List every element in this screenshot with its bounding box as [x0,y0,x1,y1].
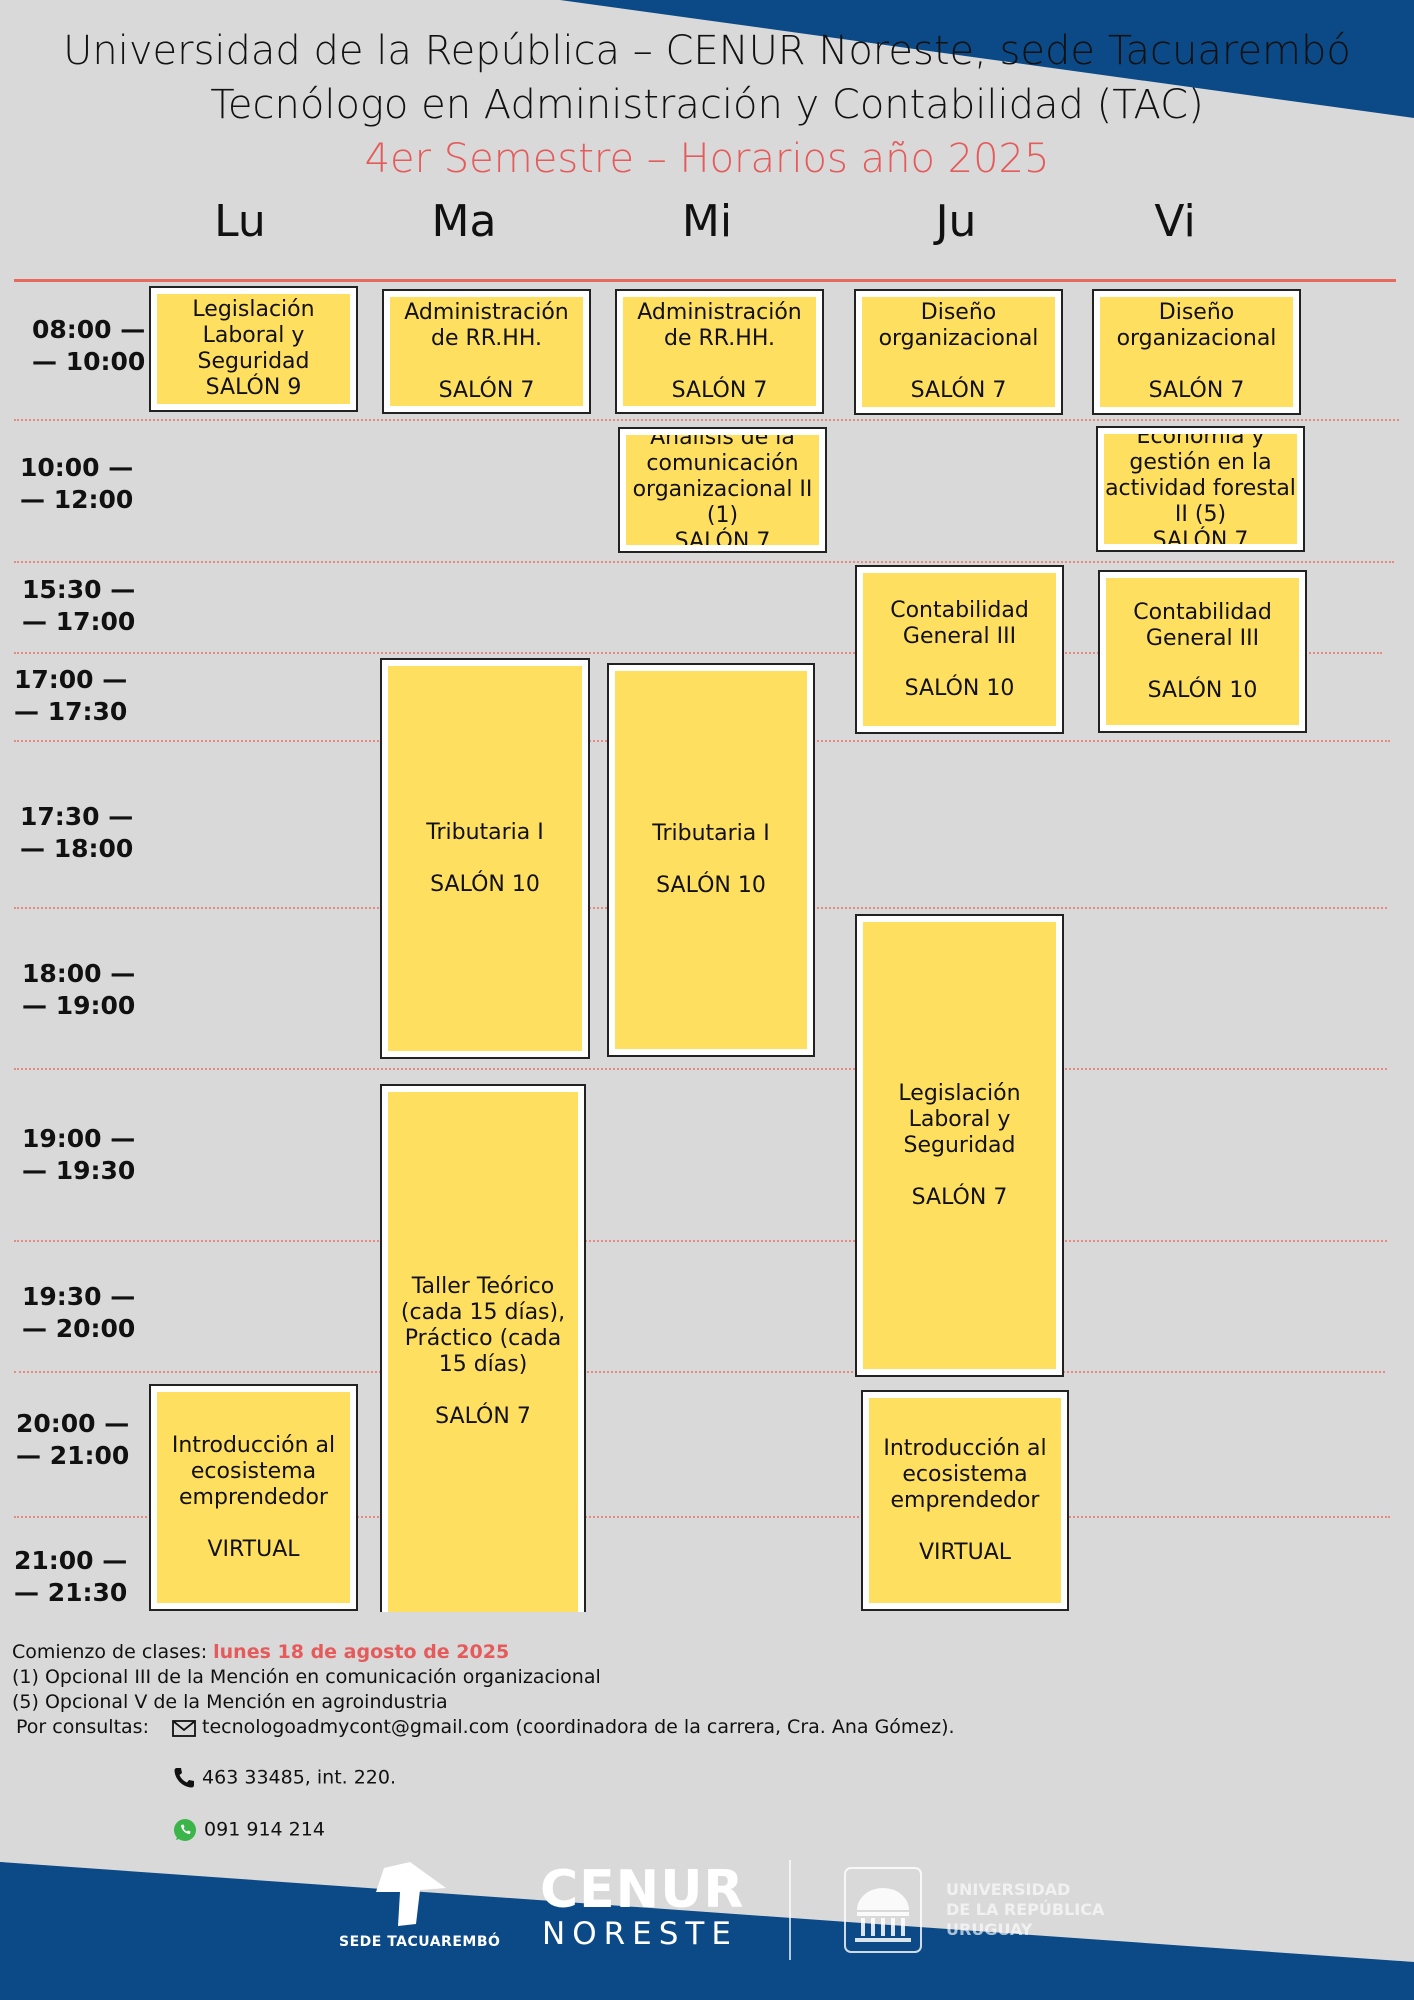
time-slot: 19:00 —— 19:30 [22,1124,136,1185]
row-divider [14,1240,1387,1242]
day-header-ma: Ma [431,196,497,247]
time-slot: 18:00 —— 19:00 [22,959,136,1020]
noreste-wordmark: NORESTE [542,1916,738,1952]
whatsapp-icon [174,1819,196,1841]
time-slot: 19:30 —— 20:00 [22,1282,136,1343]
row-divider [14,561,1394,563]
cenur-wordmark: CENUR [540,1860,745,1920]
header-divider [14,279,1396,282]
start-date-note: Comienzo de clases: lunes 18 de agosto d… [12,1641,510,1663]
phone-icon [174,1768,194,1788]
day-header-mi: Mi [681,196,733,247]
header-career: Tecnólogo en Administración y Contabilid… [210,82,1204,128]
footnote-5: (5) Opcional V de la Mención en agroindu… [12,1691,448,1713]
time-slot: 21:00 —— 21:30 [14,1546,128,1607]
class-block-mi-0800[interactable]: Administración de RR.HH.SALÓN 7 [615,289,824,414]
contact-email[interactable]: tecnologoadmycont@gmail.com (coordinador… [202,1716,955,1738]
logo-separator [789,1860,791,1960]
contact-label: Por consultas: [16,1716,149,1738]
class-block-vi-1000[interactable]: Economía y gestión en la actividad fores… [1096,426,1305,552]
sede-tacuarembo-label: SEDE TACUAREMBÓ [339,1934,501,1950]
class-block-mi-1000[interactable]: Análisis de la comunicación organizacion… [618,427,827,553]
row-divider [14,652,1382,654]
top-navy-band [560,0,1414,118]
udelar-logo [844,1867,922,1953]
class-block-ma-1900[interactable]: Taller Teórico (cada 15 días), Práctico … [380,1084,586,1612]
header-university: Universidad de la República – CENUR Nore… [63,28,1351,74]
contact-whatsapp: 091 914 214 [204,1818,325,1841]
footnote-1: (1) Opcional III de la Mención en comuni… [12,1666,601,1688]
time-slot: 20:00 —— 21:00 [16,1409,130,1470]
udelar-wordmark: UNIVERSIDAD DE LA REPÚBLICA URUGUAY [946,1880,1105,1939]
time-slot: 17:00 —— 17:30 [14,665,128,726]
row-divider [14,1516,1390,1518]
row-divider [14,1068,1387,1070]
time-slot: 15:30 —— 17:00 [22,575,136,636]
time-slot: 17:30 —— 18:00 [20,802,134,863]
day-header-vi: Vi [1154,196,1196,247]
class-block-ma-0800[interactable]: Administración de RR.HH.SALÓN 7 [382,289,591,414]
header-semester: 4er Semestre – Horarios año 2025 [364,136,1050,182]
contact-phone-row: 463 33485, int. 220. [172,1766,396,1790]
time-slot: 08:00 —— 10:00 [32,315,146,376]
mail-icon [172,1719,196,1737]
contact-whatsapp-row: 091 914 214 [172,1817,325,1843]
contact-phone: 463 33485, int. 220. [202,1766,397,1789]
time-slot: 10:00 —— 12:00 [20,453,134,514]
day-header-ju: Ju [935,196,977,247]
contact-email-row[interactable]: tecnologoadmycont@gmail.com (coordinador… [172,1716,955,1738]
row-divider [14,419,1399,421]
row-divider [14,1371,1385,1373]
bottom-navy-fill [0,1862,1414,2000]
sede-tacuarembo-logo [376,1862,446,1926]
day-header-lu: Lu [214,196,266,247]
